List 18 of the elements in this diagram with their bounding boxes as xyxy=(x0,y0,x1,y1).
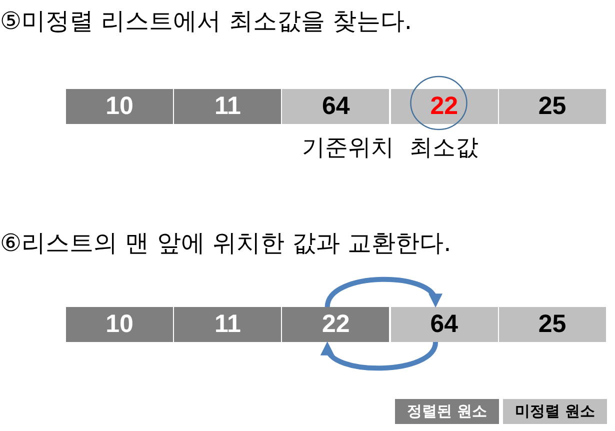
list-cell: 25 xyxy=(498,89,606,124)
list-cell: 11 xyxy=(174,307,282,342)
list-cell: 10 xyxy=(66,307,173,342)
swap-arrow xyxy=(324,276,440,308)
list-cell: 64 xyxy=(282,89,390,124)
position-label: 최소값 xyxy=(410,134,479,162)
list-cell: 64 xyxy=(390,307,498,342)
list-cell: 11 xyxy=(174,89,282,124)
step-heading: ⑤미정렬 리스트에서 최소값을 찾는다. xyxy=(0,6,412,36)
legend-key: 정렬된 원소 xyxy=(395,399,499,424)
list-cell: 22 xyxy=(282,307,390,342)
step-heading: ⑥리스트의 맨 앞에 위치한 값과 교환한다. xyxy=(0,228,452,258)
position-label: 기준위치 xyxy=(302,134,394,162)
legend-key: 미정렬 원소 xyxy=(503,399,607,424)
list-cell: 22 xyxy=(390,89,498,124)
list-cell: 25 xyxy=(498,307,606,342)
swap-arrow xyxy=(323,341,438,371)
list-cell: 10 xyxy=(66,89,173,124)
